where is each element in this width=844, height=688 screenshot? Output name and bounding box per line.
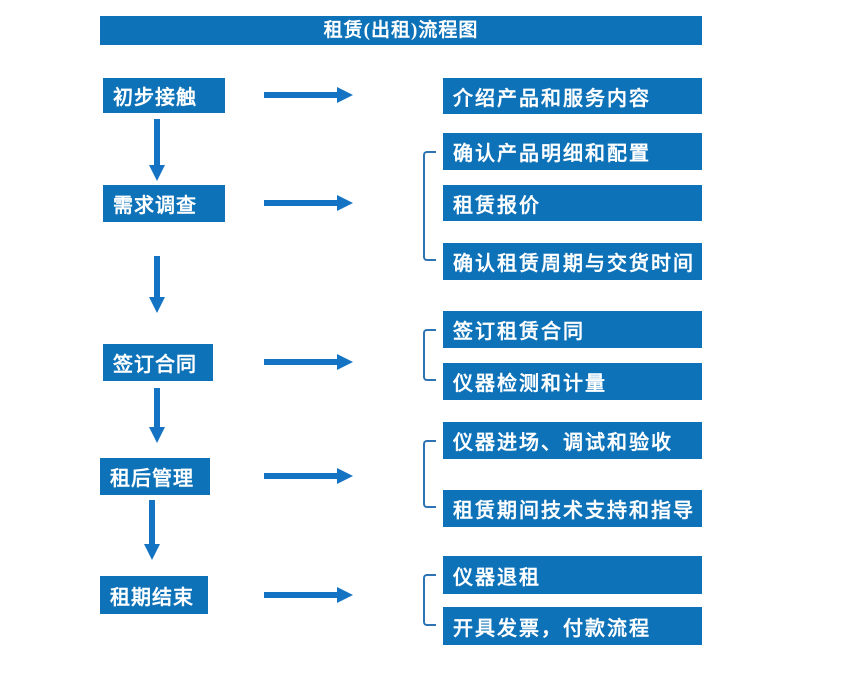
arrow-head [149,297,165,313]
step-label: 初步接触 [113,87,197,109]
down-arrow-icon [149,119,165,181]
detail-box-instrument-return: 仪器退租 [443,556,702,594]
detail-box-confirm-rental-period-delivery: 确认租赁周期与交货时间 [443,243,702,280]
detail-label: 租赁报价 [453,194,541,217]
arrow-head [337,195,353,211]
step-box-lease-end: 租期结束 [100,576,208,614]
step-label: 签订合同 [113,354,197,376]
group-bracket-demand-survey [423,151,436,261]
down-arrow-icon [149,388,165,443]
detail-label: 仪器检测和计量 [453,373,607,395]
step-label: 租后管理 [110,468,194,490]
arrow-head [337,354,353,370]
arrow-head [337,468,353,484]
page-title: 租赁(出租)流程图 [323,20,479,41]
right-arrow-icon [264,195,353,211]
detail-box-rental-quotation: 租赁报价 [443,185,702,221]
arrow-shaft [154,256,160,298]
detail-label: 仪器进场、调试和验收 [453,432,673,454]
down-arrow-icon [149,256,165,313]
step-box-post-rental-management: 租后管理 [100,458,210,495]
arrow-head [149,165,165,181]
arrow-head [337,587,353,603]
step-label: 需求调查 [113,195,197,217]
detail-label: 确认租赁周期与交货时间 [453,253,695,275]
arrow-shaft [149,500,155,545]
arrow-shaft [264,359,338,365]
detail-label: 确认产品明细和配置 [453,143,651,165]
group-bracket-post-rental [423,440,436,508]
arrow-head [337,87,353,103]
detail-box-instrument-testing-measurement: 仪器检测和计量 [443,363,702,400]
group-bracket-lease-end [423,574,436,626]
detail-box-rental-tech-support-guidance: 租赁期间技术支持和指导 [443,490,702,527]
detail-label: 仪器退租 [453,566,541,589]
detail-box-invoice-payment-process: 开具发票，付款流程 [443,607,702,645]
arrow-shaft [264,473,338,479]
arrow-shaft [264,92,338,98]
title-bar: 租赁(出租)流程图 [100,16,702,45]
right-arrow-icon [264,587,353,603]
detail-box-introduce-products-services: 介绍产品和服务内容 [443,78,702,114]
detail-box-confirm-product-details-config: 确认产品明细和配置 [443,133,702,170]
step-box-initial-contact: 初步接触 [103,78,225,113]
arrow-shaft [264,200,338,206]
arrow-shaft [154,119,160,166]
step-box-demand-survey: 需求调查 [103,185,225,222]
right-arrow-icon [264,468,353,484]
right-arrow-icon [264,87,353,103]
right-arrow-icon [264,354,353,370]
arrow-head [144,544,160,560]
detail-label: 签订租赁合同 [453,321,585,343]
detail-label: 租赁期间技术支持和指导 [453,500,695,522]
arrow-head [149,427,165,443]
detail-label: 开具发票，付款流程 [453,617,651,640]
detail-box-sign-rental-contract: 签订租赁合同 [443,311,702,348]
group-bracket-sign-contract [423,329,436,381]
detail-label: 介绍产品和服务内容 [453,87,651,110]
step-label: 租期结束 [110,586,194,609]
down-arrow-icon [144,500,160,560]
step-box-sign-contract: 签订合同 [103,344,213,381]
arrow-shaft [264,592,338,598]
arrow-shaft [154,388,160,428]
detail-box-instrument-entry-debug-acceptance: 仪器进场、调试和验收 [443,422,702,459]
